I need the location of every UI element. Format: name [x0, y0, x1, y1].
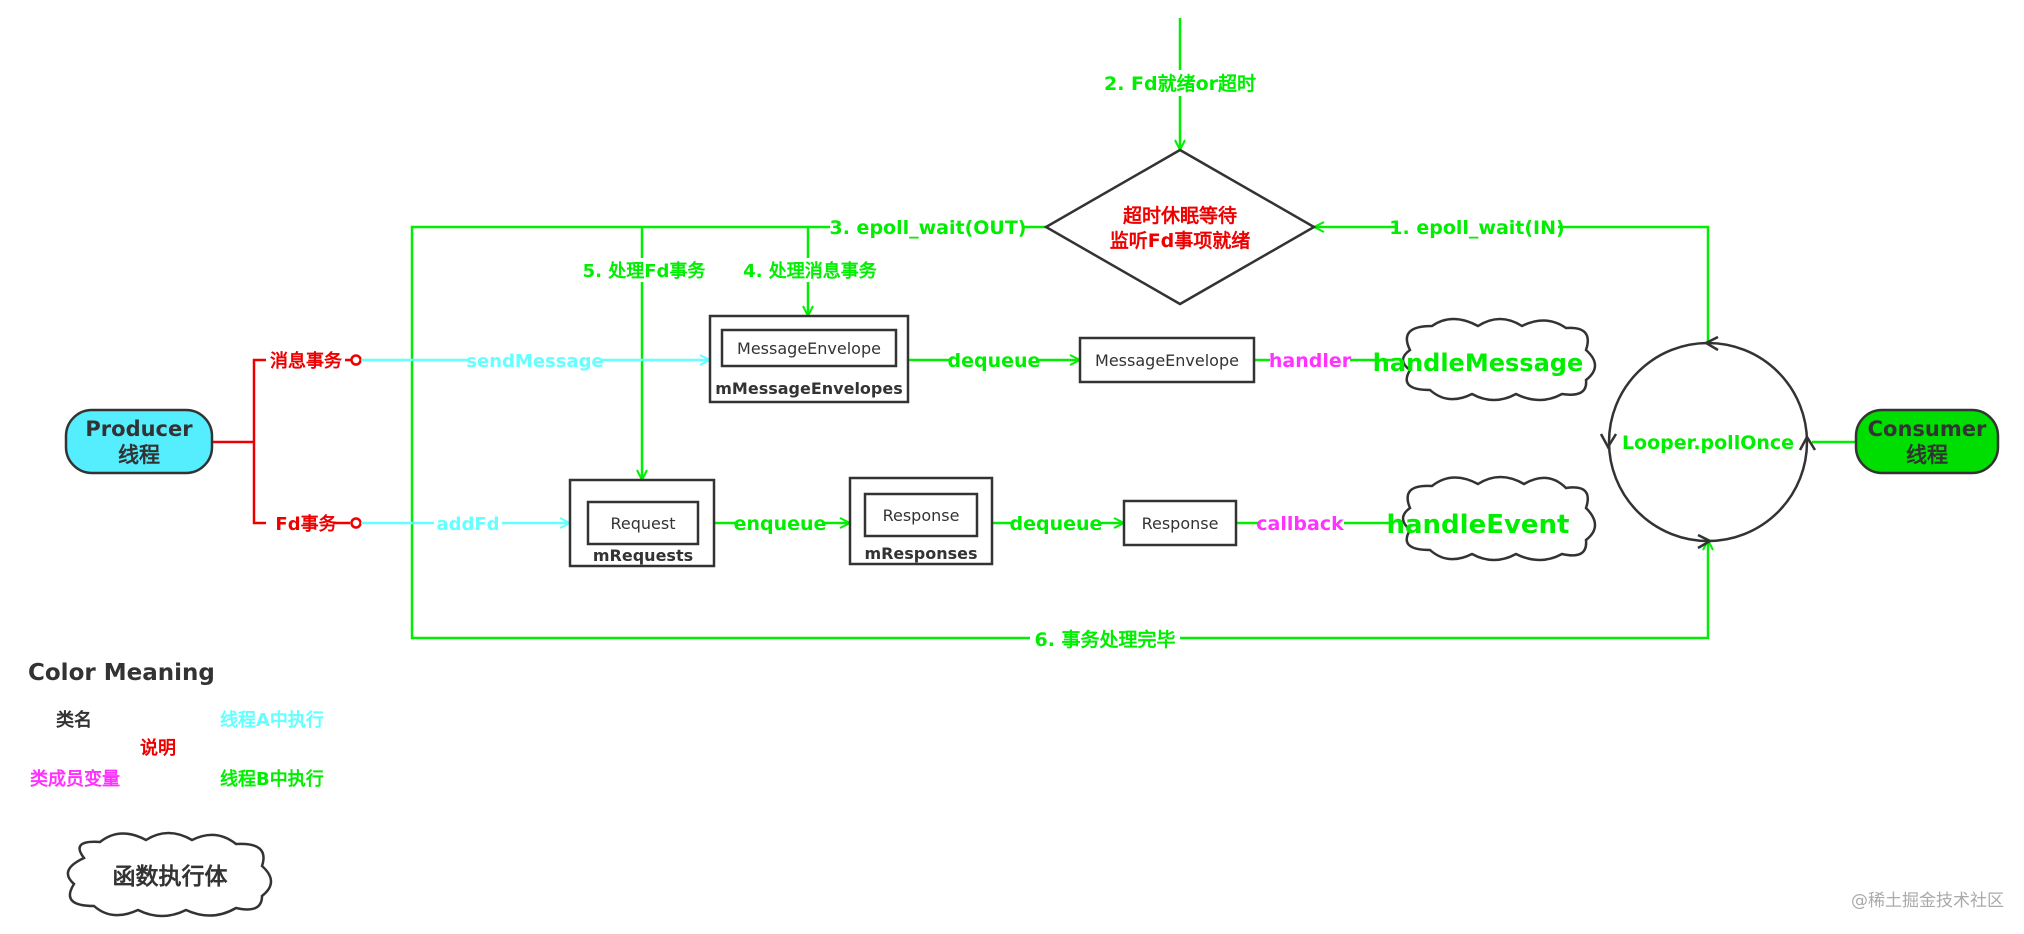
step4-label: 4. 处理消息事务 [743, 260, 878, 282]
handler-label: handler [1269, 350, 1352, 372]
diamond-line2: 监听Fd事项就绪 [1110, 229, 1251, 252]
producer-line2: 线程 [118, 443, 160, 467]
legend-description: 说明 [140, 737, 176, 759]
legend-cloud [66, 831, 273, 918]
add-fd-label: addFd [436, 514, 499, 535]
enqueue-label: enqueue [734, 513, 827, 535]
callback-label: callback [1256, 513, 1344, 535]
fd-event-label: Fd事务 [275, 513, 337, 535]
dequeue2-label: dequeue [1010, 513, 1103, 535]
message-envelope-item-text: MessageEnvelope [1095, 351, 1239, 370]
message-envelope-inner-text: MessageEnvelope [737, 339, 881, 358]
watermark: @稀土掘金技术社区 [1851, 891, 2004, 911]
producer-line1: Producer [85, 417, 193, 441]
message-envelope-item [1078, 336, 1256, 384]
legend-func-body: 函数执行体 [113, 863, 229, 890]
responses-label: mResponses [864, 544, 977, 563]
producer-branches [212, 354, 362, 529]
response-inner-text: Response [883, 506, 960, 525]
legend-title: Color Meaning [28, 660, 215, 686]
step2-label: 2. Fd就绪or超时 [1104, 72, 1256, 95]
request-inner [586, 500, 700, 546]
message-envelopes-label: mMessageEnvelopes [715, 379, 903, 398]
step6-label: 6. 事务处理完毕 [1034, 628, 1175, 651]
consumer-line1: Consumer [1868, 417, 1987, 441]
legend-thread-a: 线程A中执行 [220, 709, 324, 731]
wait-diamond [1043, 148, 1317, 306]
legend-thread-b: 线程B中执行 [220, 768, 324, 790]
legend-class-name: 类名 [56, 709, 92, 731]
send-message-label: sendMessage [466, 351, 603, 372]
msg-event-label: 消息事务 [270, 350, 343, 372]
step1-label: 1. epoll_wait(IN) [1389, 217, 1564, 239]
edge-step3 [410, 225, 1708, 640]
looper-label: Looper.pollOnce [1622, 432, 1794, 454]
looper-rotation-arrows [1599, 335, 1817, 550]
response-inner [863, 492, 979, 538]
consumer-line2: 线程 [1906, 443, 1948, 467]
handle-event-cloud [1401, 475, 1597, 562]
producer-node [64, 408, 214, 475]
handle-message-text: handleMessage [1373, 349, 1583, 377]
consumer-node [1854, 408, 2000, 475]
step3-label: 3. epoll_wait(OUT) [830, 217, 1027, 239]
handle-message-cloud [1401, 317, 1597, 402]
requests-label: mRequests [593, 546, 693, 565]
dequeue1-label: dequeue [948, 350, 1041, 372]
handle-event-text: handleEvent [1386, 510, 1569, 540]
diamond-line1: 超时休眠等待 [1122, 204, 1237, 227]
response-item-text: Response [1142, 514, 1219, 533]
legend-member-var: 类成员变量 [30, 768, 120, 790]
message-envelope-inner [720, 328, 898, 368]
step5-label: 5. 处理Fd事务 [583, 260, 707, 282]
response-item [1122, 499, 1238, 547]
request-inner-text: Request [611, 514, 676, 533]
